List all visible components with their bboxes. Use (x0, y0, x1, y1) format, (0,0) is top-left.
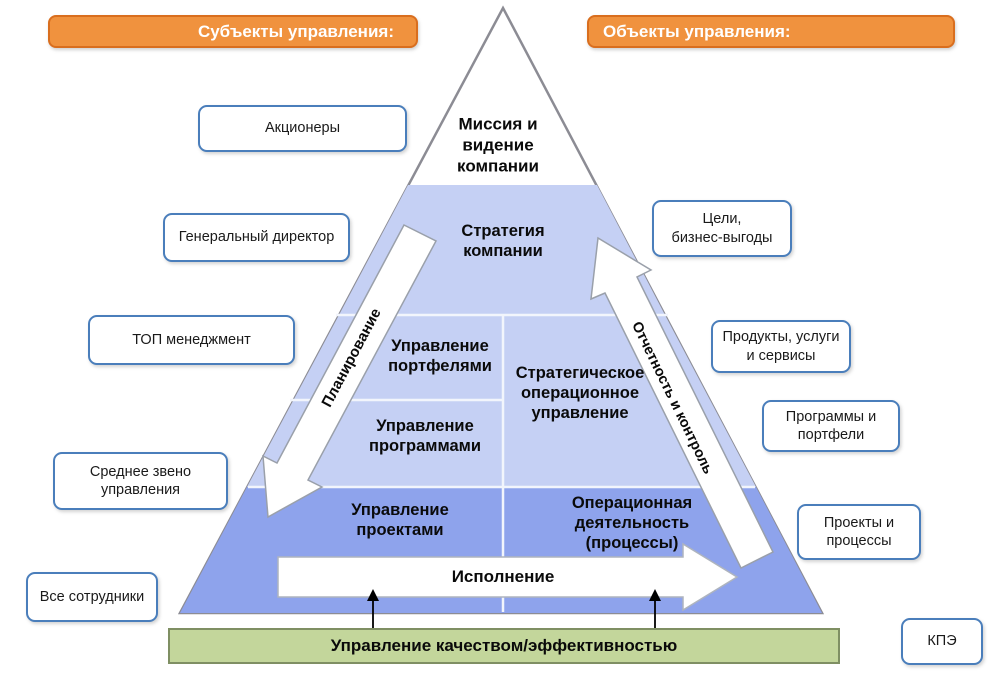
subjects-header-label: Субъекты управления: (197, 21, 394, 41)
subject-box-top-management: ТОП менеджмент (88, 315, 295, 365)
project-label: Управление проектами (351, 501, 449, 539)
portfolio-label: Управление портфелями (388, 337, 492, 375)
operations-label: Операционная деятельность (процессы) (571, 494, 693, 552)
objects-header-label: Объекты управления: (603, 21, 791, 41)
object-box-kpi: КПЭ (901, 618, 983, 665)
object-box-products-services: Продукты, услуги и сервисы (711, 320, 851, 373)
strategy-band (339, 185, 665, 315)
program-label: Управление программами (369, 417, 481, 455)
feedback-arrow-left-head (367, 589, 379, 601)
object-box-goals-benefits: Цели, бизнес-выгоды (652, 200, 792, 257)
quality-bar: Управление качеством/эффективностью (168, 628, 840, 664)
subject-box-middle-management: Среднее звено управления (53, 452, 228, 510)
subjects-header: Субъекты управления: (48, 15, 418, 48)
mission-label: Миссия и видение компании (457, 114, 539, 176)
planning-arrow (262, 224, 438, 519)
feedback-arrow-right-head (649, 589, 661, 601)
execution-label: Исполнение (451, 567, 555, 586)
execution-arrow (277, 542, 739, 612)
object-box-programs-portfolios: Программы и портфели (762, 400, 900, 452)
objects-header: Объекты управления: (587, 15, 955, 48)
reporting-arrow (590, 236, 775, 570)
subject-box-shareholders: Акционеры (198, 105, 407, 152)
quality-bar-label: Управление качеством/эффективностью (330, 636, 678, 655)
strategy-label: Стратегия компании (461, 222, 545, 260)
object-box-projects-processes: Проекты и процессы (797, 504, 921, 560)
subject-box-all-employees: Все сотрудники (26, 572, 158, 622)
subject-box-ceo: Генеральный директор (163, 213, 350, 262)
strategic-ops-label: Стратегическое операционное управление (515, 364, 645, 422)
